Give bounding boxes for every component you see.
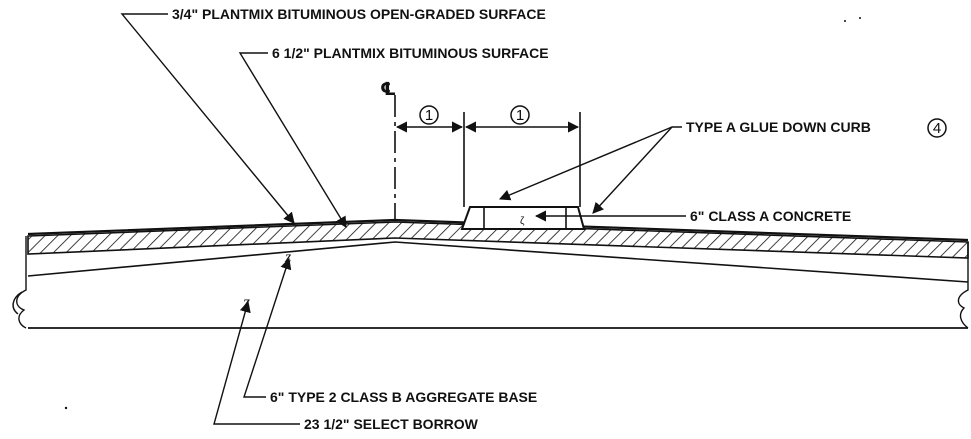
curb-note-circle: [927, 118, 947, 138]
leader-open-graded: [120, 13, 295, 224]
dim-callout-right: 1: [516, 107, 524, 124]
scan-speck: [64, 406, 68, 410]
label-glue-curb: TYPE A GLUE DOWN CURB: [686, 119, 871, 135]
leader-curb-right: [592, 126, 673, 214]
scan-speck: [844, 20, 846, 22]
leader-aggregate-base: [243, 257, 292, 398]
curb-note-callout: 4: [933, 120, 941, 137]
dim-callout-left-circle: [419, 105, 439, 125]
left-break-symbol: [16, 236, 27, 329]
label-select-borrow: 23 1/2" SELECT BORROW: [304, 416, 479, 432]
select-borrow-mark: z: [242, 292, 250, 312]
label-plantmix-surface: 6 1/2" PLANTMIX BITUMINOUS SURFACE: [272, 45, 549, 61]
centerline-symbol: ℄: [380, 79, 396, 100]
aggregate-base-layer: [27, 241, 969, 283]
leader-curb-left: [498, 126, 682, 201]
label-concrete: 6" CLASS A CONCRETE: [690, 208, 851, 224]
curb-mark: ζ: [520, 216, 525, 227]
leader-select-borrow: [213, 300, 300, 425]
aggregate-base-mark: z: [284, 249, 292, 266]
right-break-symbol: [957, 242, 969, 329]
left-break-mark: [12, 291, 23, 315]
dim-callout-left: 1: [425, 107, 433, 124]
label-aggregate-base: 6" TYPE 2 CLASS B AGGREGATE BASE: [270, 389, 537, 405]
label-open-graded: 3/4" PLANTMIX BITUMINOUS OPEN-GRADED SUR…: [172, 6, 546, 22]
leader-plantmix-surface: [238, 52, 347, 228]
glue-down-curb: [460, 206, 586, 230]
scan-speck: [859, 17, 861, 19]
dim-callout-right-circle: [510, 105, 530, 125]
